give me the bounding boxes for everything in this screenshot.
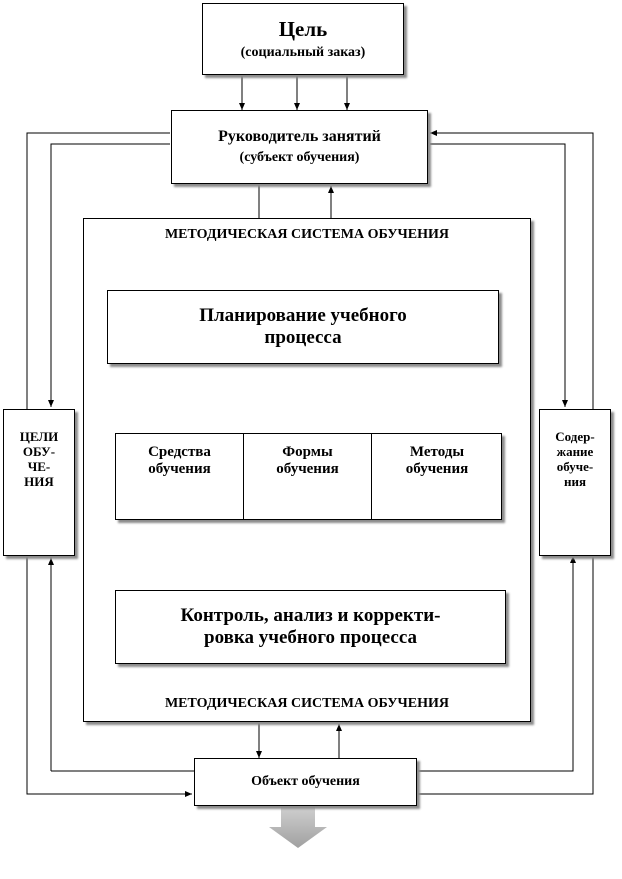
goal-title: Цель bbox=[278, 16, 328, 41]
content-box: Содер- жание обуче- ния bbox=[539, 409, 611, 556]
planning-box: Планирование учебного процесса bbox=[107, 290, 499, 364]
means-tools-text: Средства обучения bbox=[148, 444, 211, 478]
object-to-content-arrow bbox=[418, 556, 576, 772]
control-text: Контроль, анализ и корректи- ровка учебн… bbox=[180, 605, 441, 648]
methodical-system-label-top: МЕТОДИЧЕСКАЯ СИСТЕМА ОБУЧЕНИЯ bbox=[164, 227, 450, 242]
goals-box: ЦЕЛИ ОБУ- ЧЕ- НИЯ bbox=[3, 409, 75, 556]
object-text: Объект обучения bbox=[251, 773, 360, 789]
teacher-to-goals-arrow bbox=[48, 143, 170, 407]
means-cell-forms: Формы обучения bbox=[244, 434, 372, 519]
teacher-to-content-arrow bbox=[430, 143, 568, 407]
control-box: Контроль, анализ и корректи- ровка учебн… bbox=[115, 590, 506, 664]
teacher-subtitle: (субъект обучения) bbox=[239, 150, 360, 166]
planning-text: Планирование учебного процесса bbox=[199, 305, 407, 348]
teacher-box: Руководитель занятий (субъект обучения) bbox=[171, 110, 428, 184]
goal-box: Цель (социальный заказ) bbox=[202, 3, 404, 75]
means-methods-text: Методы обучения bbox=[405, 444, 469, 478]
goals-text: ЦЕЛИ ОБУ- ЧЕ- НИЯ bbox=[19, 429, 59, 489]
object-box: Объект обучения bbox=[194, 758, 417, 806]
means-row: Средства обучения Формы обучения Методы … bbox=[115, 433, 502, 520]
methodical-system-label-bottom: МЕТОДИЧЕСКАЯ СИСТЕМА ОБУЧЕНИЯ bbox=[164, 696, 450, 711]
output-arrow-shape bbox=[269, 806, 327, 848]
teacher-title: Руководитель занятий bbox=[218, 127, 381, 145]
means-cell-methods: Методы обучения bbox=[372, 434, 502, 519]
means-cell-tools: Средства обучения bbox=[116, 434, 244, 519]
content-text: Содер- жание обуче- ния bbox=[555, 429, 595, 489]
goal-subtitle: (социальный заказ) bbox=[240, 45, 366, 61]
means-forms-text: Формы обучения bbox=[276, 444, 339, 478]
